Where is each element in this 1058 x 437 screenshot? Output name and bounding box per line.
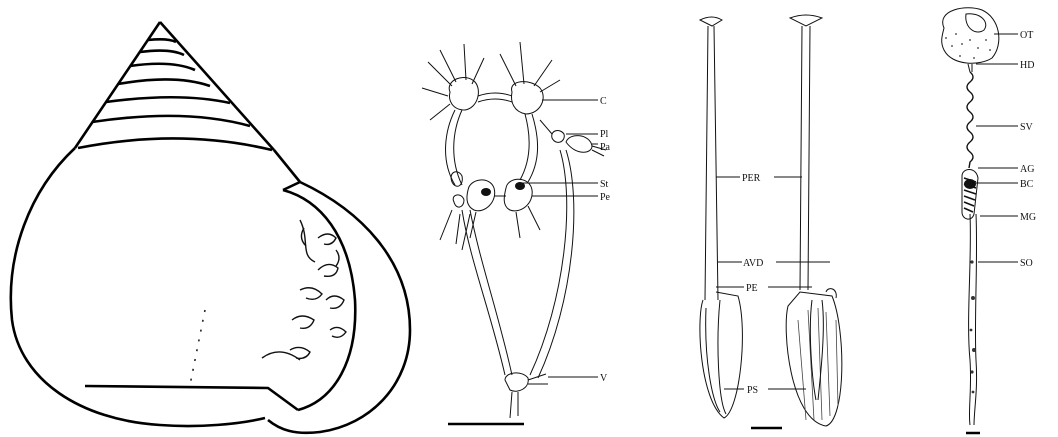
label-ot: OT [1020,30,1033,41]
label-pe: Pe [600,192,611,203]
label-pa: Pa [600,142,611,153]
label-so: SO [1020,258,1033,269]
nervous-system-drawing [422,42,606,424]
nervous-system-labels: C Pl Pa St Pe V [600,96,611,384]
label-sv: SV [1020,122,1034,133]
label-hd: HD [1020,60,1034,71]
label-pe-penis: PE [746,283,758,294]
label-avd: AVD [743,258,763,269]
label-v: V [600,373,608,384]
reproductive-labels: OT HD SV AG BC MG SO [1020,30,1036,269]
label-per: PER [742,173,761,184]
label-st: St [600,179,609,190]
label-mg: MG [1020,212,1036,223]
penis-drawing [700,15,842,428]
label-ps: PS [747,385,758,396]
label-c: C [600,96,607,107]
shell-drawing [11,22,410,433]
label-pl: Pl [600,129,609,140]
label-bc: BC [1020,179,1034,190]
penis-labels: PER AVD PE PS [742,173,763,396]
reproductive-drawing [942,8,1018,433]
label-ag: AG [1020,164,1034,175]
